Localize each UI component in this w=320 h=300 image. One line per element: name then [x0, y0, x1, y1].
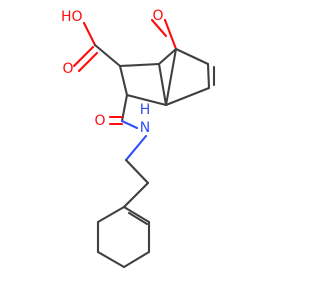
cyclohexene-bond-3: [122, 250, 151, 269]
bridge-oxygen-right-bond: [163, 18, 178, 51]
nitrogen-to-ethyl-bond: [124, 134, 148, 162]
ring-bond-c2-c3: [118, 64, 129, 97]
ethyl-bond-first: [124, 158, 150, 185]
molecule-diagram: HO O O O H N: [61, 8, 216, 269]
bridge-oxygen-label: O: [152, 8, 163, 24]
cyclohexene-bond-1: [122, 205, 151, 224]
acid-carbonyl-bond: [72, 45, 95, 68]
amide-nitrogen-bond: [120, 119, 139, 130]
ring-bond-c3-c4: [125, 93, 168, 107]
ring-bond-c4-bridge: [164, 47, 178, 107]
amide-nitrogen-label: N: [140, 120, 150, 136]
acid-carbonyl-bond-second: [77, 51, 99, 73]
hydroxyl-bond: [82, 21, 97, 47]
ring-bond-c2-c1: [118, 62, 161, 68]
acid-carbonyl-oxygen-label: O: [62, 61, 73, 77]
alkene-bond-to-c4: [164, 86, 211, 107]
ring-bond-c1-c4: [157, 62, 168, 107]
ethyl-bond-second: [122, 181, 150, 209]
bridge-oxygen-left-bond: [150, 18, 168, 38]
amide-hydrogen-label: H: [140, 102, 151, 118]
hydroxyl-label: HO: [61, 9, 83, 25]
alkene-bond-vertical: [206, 62, 211, 90]
ring-bond-c1-bridge: [157, 47, 178, 66]
cyclohexene-bond-1-second: [127, 211, 149, 226]
cyclohexene-bond-4: [96, 250, 126, 269]
amide-oxygen-label: O: [94, 113, 105, 129]
acid-carbon-bond: [93, 43, 122, 68]
alkene-bond-lower: [174, 47, 210, 66]
cyclohexene-bond-6: [96, 205, 126, 224]
